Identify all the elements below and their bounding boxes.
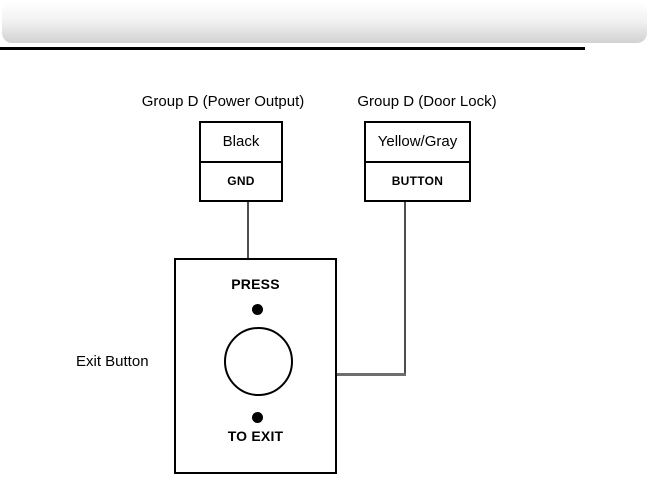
exit-button-caption: Exit Button <box>76 353 149 370</box>
connector-box-door-lock: Yellow/Gray BUTTON <box>364 121 471 202</box>
push-button-circle-icon <box>224 327 293 396</box>
wire-button-horizontal <box>336 373 406 376</box>
header-divider-line <box>0 47 585 50</box>
screw-dot-bottom-icon <box>252 412 263 423</box>
page-header-banner <box>2 2 647 43</box>
to-exit-label: TO EXIT <box>227 428 284 444</box>
wire-color-label: Yellow/Gray <box>366 123 469 163</box>
group-label-door-lock: Group D (Door Lock) <box>357 93 497 110</box>
wire-color-label: Black <box>201 123 281 163</box>
terminal-label: BUTTON <box>391 174 444 189</box>
group-label-power-output: Group D (Power Output) <box>141 93 305 110</box>
wire-button-vertical <box>404 202 406 375</box>
screw-dot-top-icon <box>252 304 263 315</box>
terminal-label: GND <box>227 174 255 189</box>
wire-gnd-to-exit-button <box>247 202 249 258</box>
connector-box-power-output: Black GND <box>199 121 283 202</box>
press-label: PRESS <box>231 276 280 292</box>
exit-button-plate: PRESS TO EXIT <box>174 258 337 474</box>
